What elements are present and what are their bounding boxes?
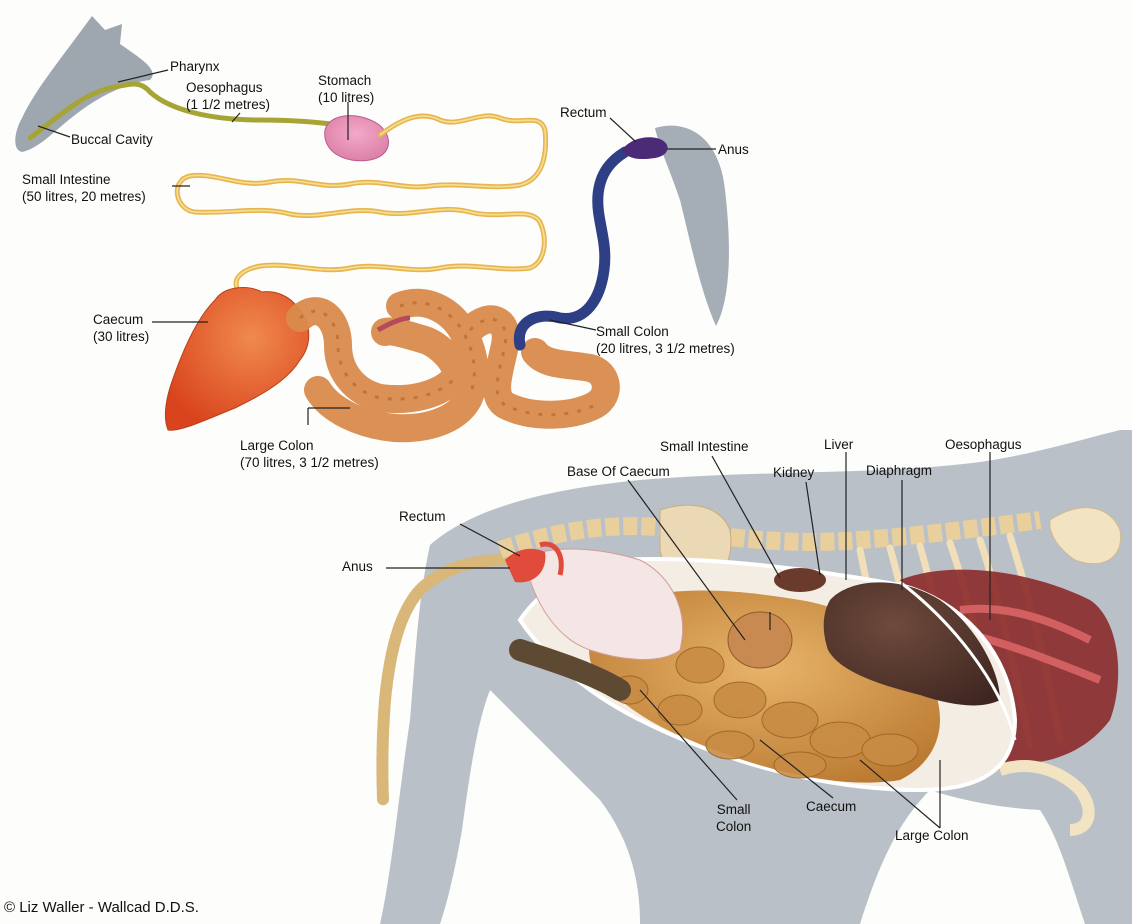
label-buccal-cavity: Buccal Cavity — [71, 131, 153, 148]
small-colon-tube — [519, 152, 625, 345]
caecum-organ — [165, 287, 308, 430]
label-caecum-bottom: Caecum — [806, 798, 856, 815]
label-base-of-caecum: Base Of Caecum — [567, 463, 670, 480]
label-oesophagus-bottom: Oesophagus — [945, 436, 1022, 453]
label-diaphragm: Diaphragm — [866, 462, 932, 479]
label-large-colon-top-name: Large Colon — [240, 437, 379, 454]
label-oesophagus-top-name: Oesophagus — [186, 79, 270, 96]
rectum-organ — [622, 137, 668, 159]
label-caecum-top-name: Caecum — [93, 311, 149, 328]
label-anus-top: Anus — [718, 141, 749, 158]
label-anus-bottom: Anus — [342, 558, 373, 575]
label-large-colon-top-detail: (70 litres, 3 1/2 metres) — [240, 454, 379, 471]
label-pharynx: Pharynx — [170, 58, 220, 75]
kidney-organ — [774, 568, 826, 592]
label-small-intestine-top: Small Intestine (50 litres, 20 metres) — [22, 171, 146, 205]
label-caecum-top-detail: (30 litres) — [93, 328, 149, 345]
label-oesophagus-top: Oesophagus (1 1/2 metres) — [186, 79, 270, 113]
label-large-colon-top: Large Colon (70 litres, 3 1/2 metres) — [240, 437, 379, 471]
label-caecum-top: Caecum (30 litres) — [93, 311, 149, 345]
label-stomach-detail: (10 litres) — [318, 89, 374, 106]
label-small-colon-top-name: Small Colon — [596, 323, 735, 340]
label-large-colon-bottom: Large Colon — [895, 827, 969, 844]
label-kidney: Kidney — [773, 464, 814, 481]
stomach-organ — [325, 116, 389, 161]
label-small-colon-top-detail: (20 litres, 3 1/2 metres) — [596, 340, 735, 357]
credit-text: © Liz Waller - Wallcad D.D.S. — [4, 899, 199, 916]
label-small-colon-top: Small Colon (20 litres, 3 1/2 metres) — [596, 323, 735, 357]
base-of-caecum-organ — [728, 612, 792, 668]
label-small-intestine-top-detail: (50 litres, 20 metres) — [22, 188, 146, 205]
label-small-colon-bottom: Small Colon — [716, 801, 751, 835]
label-rectum-bottom: Rectum — [399, 508, 446, 525]
label-oesophagus-top-detail: (1 1/2 metres) — [186, 96, 270, 113]
label-small-intestine-bottom: Small Intestine — [660, 438, 749, 455]
label-rectum-top: Rectum — [560, 104, 607, 121]
label-stomach: Stomach (10 litres) — [318, 72, 374, 106]
label-stomach-name: Stomach — [318, 72, 374, 89]
label-small-colon-bottom-line2: Colon — [716, 818, 751, 835]
label-small-colon-bottom-line1: Small — [716, 801, 751, 818]
label-liver: Liver — [824, 436, 853, 453]
label-small-intestine-top-name: Small Intestine — [22, 171, 146, 188]
